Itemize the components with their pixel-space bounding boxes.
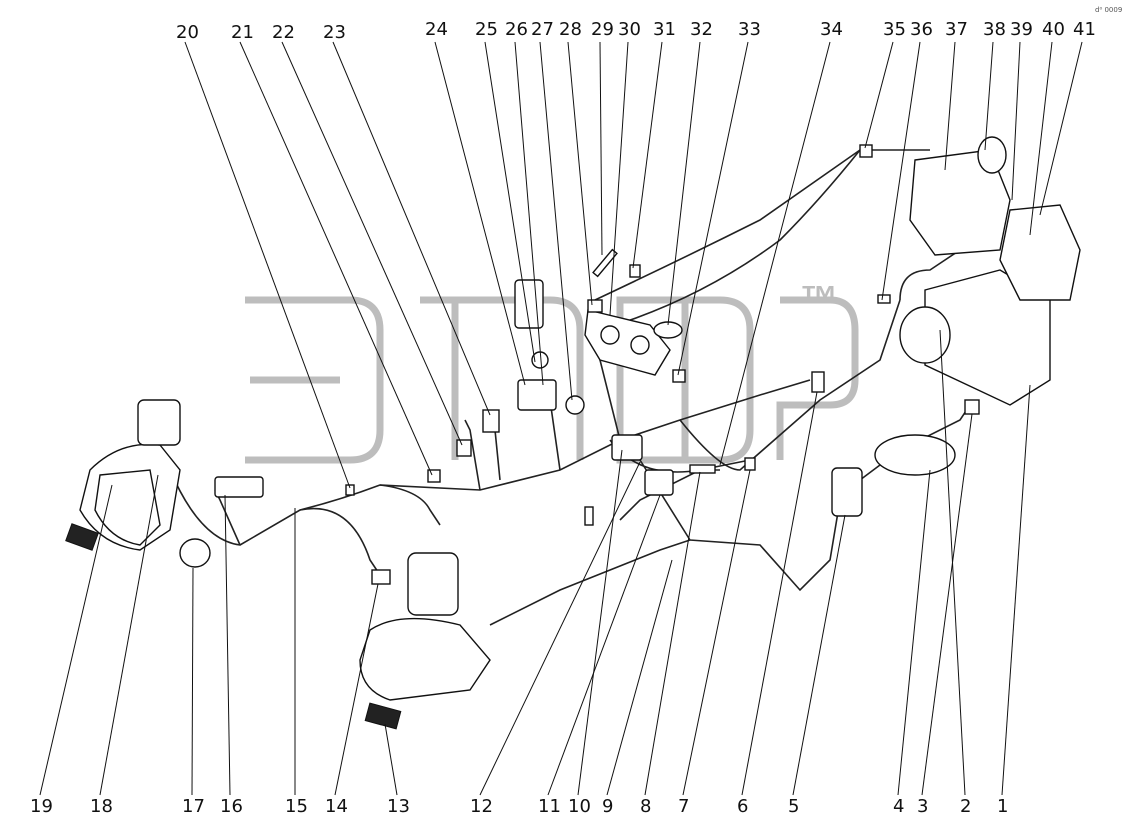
callout-37: 37 <box>945 19 968 40</box>
relay-28 <box>587 299 603 313</box>
callout-28: 28 <box>559 19 582 40</box>
instrument-panel <box>584 309 671 376</box>
mirror-38 <box>977 136 1007 174</box>
callout-11: 11 <box>538 796 561 817</box>
gauge-2 <box>630 335 650 355</box>
callout-22: 22 <box>272 22 295 43</box>
callout-30: 30 <box>618 19 641 40</box>
fuse-box <box>644 469 674 496</box>
reflector-strip-left <box>65 523 99 551</box>
alternator <box>899 306 951 364</box>
switch-block-26 <box>517 379 557 411</box>
callout-15: 15 <box>285 796 308 817</box>
connector-9 <box>584 506 594 526</box>
callout-35: 35 <box>883 19 906 40</box>
work-light-left <box>137 399 181 446</box>
callout-16: 16 <box>220 796 243 817</box>
switch-20 <box>345 484 355 496</box>
parts <box>65 136 1081 730</box>
callout-40: 40 <box>1042 19 1065 40</box>
callout-10: 10 <box>568 796 591 817</box>
connector-block <box>214 476 264 498</box>
leaders-bottom <box>39 329 1031 796</box>
callout-18: 18 <box>90 796 113 817</box>
callout-41: 41 <box>1073 19 1096 40</box>
leaders-top <box>184 41 1083 489</box>
callout-17: 17 <box>182 796 205 817</box>
callout-24: 24 <box>425 19 448 40</box>
callout-13: 13 <box>387 796 410 817</box>
callout-7: 7 <box>678 796 689 817</box>
knob-27 <box>565 395 585 415</box>
callout-8: 8 <box>640 796 651 817</box>
sensor-6 <box>811 371 825 393</box>
sensor-7 <box>744 457 756 471</box>
callout-9: 9 <box>602 796 613 817</box>
callouts-top: 20 21 22 23 24 25 26 27 28 29 30 31 32 3… <box>176 19 1096 43</box>
switch-23 <box>482 409 500 433</box>
callout-31: 31 <box>653 19 676 40</box>
callout-14: 14 <box>325 796 348 817</box>
gauge-1 <box>600 325 620 345</box>
rear-lamp-5 <box>831 467 863 517</box>
callout-1: 1 <box>997 796 1008 817</box>
sensor-8 <box>689 464 716 474</box>
callout-21: 21 <box>231 22 254 43</box>
callout-5: 5 <box>788 796 799 817</box>
reflector-strip-center <box>364 702 402 730</box>
starter-motor <box>874 434 956 476</box>
callouts-bottom: 19 18 17 16 15 14 13 12 11 10 9 8 7 6 5 … <box>30 796 1008 817</box>
switch-21 <box>427 469 441 483</box>
relay-31 <box>629 264 641 278</box>
headlight-40 <box>999 204 1081 301</box>
callout-3: 3 <box>917 796 928 817</box>
callout-26: 26 <box>505 19 528 40</box>
callout-4: 4 <box>893 796 904 817</box>
watermark-tm: ™ <box>800 279 838 321</box>
connector-35 <box>859 144 873 158</box>
wiring-harness <box>169 149 1039 626</box>
callout-19: 19 <box>30 796 53 817</box>
callout-39: 39 <box>1010 19 1033 40</box>
callout-6: 6 <box>737 796 748 817</box>
connector-3 <box>964 399 980 415</box>
callout-33: 33 <box>738 19 761 40</box>
connector-36 <box>877 294 891 304</box>
callout-12: 12 <box>470 796 493 817</box>
callout-34: 34 <box>820 19 843 40</box>
callout-32: 32 <box>690 19 713 40</box>
switch-22 <box>456 439 472 457</box>
work-light-center <box>407 552 459 616</box>
callout-29: 29 <box>591 19 614 40</box>
corner-mark: d⁰ 0009 <box>1095 6 1122 14</box>
switch-unit-24 <box>514 279 544 329</box>
connector-14 <box>371 569 391 585</box>
watermark: ™ <box>245 279 859 464</box>
relay-box <box>611 434 643 461</box>
lamp-housing-center <box>359 617 491 701</box>
callout-2: 2 <box>960 796 971 817</box>
callout-27: 27 <box>531 19 554 40</box>
callout-25: 25 <box>475 19 498 40</box>
horn <box>179 538 211 568</box>
battery <box>924 269 1051 406</box>
callout-23: 23 <box>323 22 346 43</box>
callout-20: 20 <box>176 22 199 43</box>
callout-36: 36 <box>910 19 933 40</box>
callout-38: 38 <box>983 19 1006 40</box>
